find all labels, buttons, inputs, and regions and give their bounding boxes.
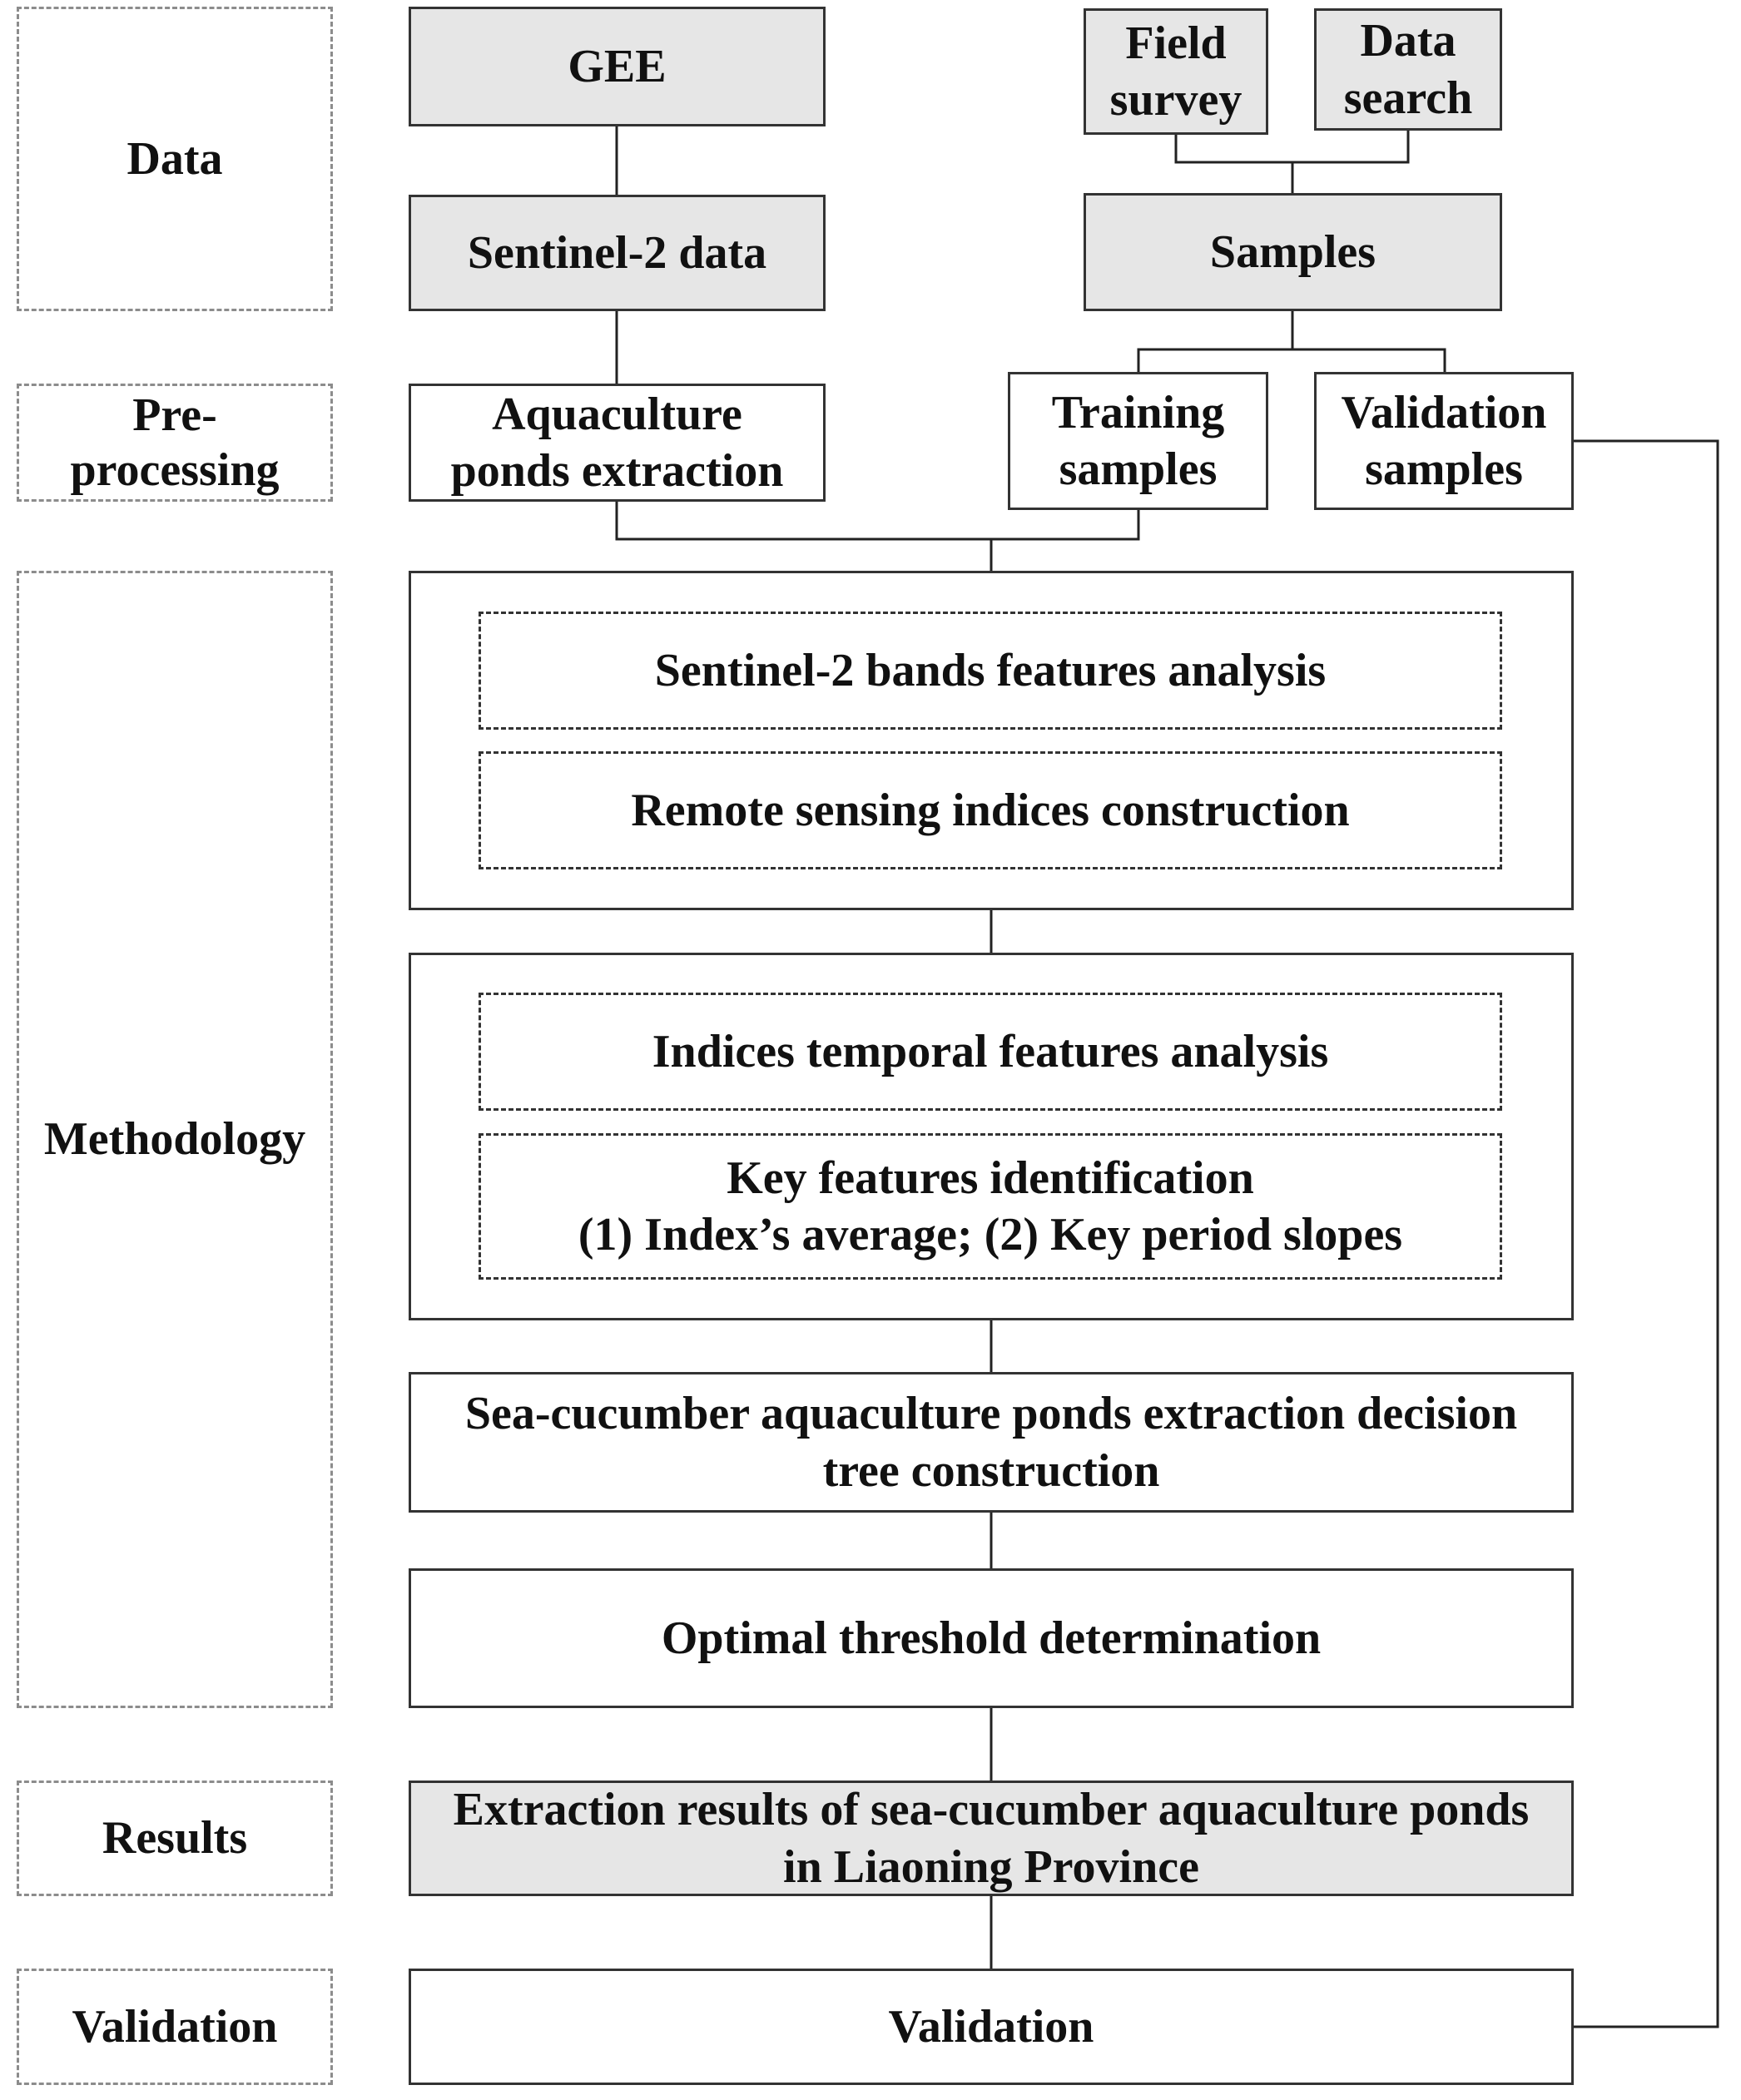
stage-preprocessing-label: Pre- processing	[70, 389, 280, 496]
training-samples-label: Training samples	[1051, 386, 1225, 495]
aquaculture-ponds-extraction-box: Aquaculture ponds extraction	[409, 384, 826, 502]
indices-construction-label: Remote sensing indices construction	[631, 784, 1350, 836]
stage-results: Results	[17, 1781, 333, 1896]
indices-construction-box: Remote sensing indices construction	[479, 751, 1502, 869]
gee-label: GEE	[568, 40, 667, 92]
validation-samples-label: Validation samples	[1341, 386, 1547, 495]
decision-tree-construction-box: Sea-cucumber aquaculture ponds extractio…	[409, 1372, 1574, 1513]
key-features-identification-label: Key features identification (1) Index’s …	[578, 1152, 1403, 1260]
samples-box: Samples	[1084, 193, 1502, 311]
temporal-features-analysis-box: Indices temporal features analysis	[479, 993, 1502, 1111]
extraction-results-box: Extraction results of sea-cucumber aquac…	[409, 1781, 1574, 1896]
stage-preprocessing: Pre- processing	[17, 384, 333, 502]
optimal-threshold-label: Optimal threshold determination	[661, 1612, 1322, 1664]
gee-box: GEE	[409, 7, 826, 126]
decision-tree-construction-label: Sea-cucumber aquaculture ponds extractio…	[464, 1388, 1518, 1497]
data-search-box: Data search	[1314, 8, 1502, 131]
validation-box: Validation	[409, 1969, 1574, 2085]
stage-validation-label: Validation	[72, 2000, 278, 2053]
temporal-features-analysis-label: Indices temporal features analysis	[652, 1025, 1329, 1077]
connector-merge-inputs	[615, 502, 1140, 541]
optimal-threshold-box: Optimal threshold determination	[409, 1568, 1574, 1708]
bands-features-analysis-label: Sentinel-2 bands features analysis	[654, 644, 1327, 696]
stage-methodology-label: Methodology	[43, 1113, 306, 1166]
connector-samples-branches	[1137, 348, 1446, 372]
field-survey-box: Field survey	[1084, 8, 1268, 135]
stage-methodology: Methodology	[17, 571, 333, 1708]
connector-validation-samples-feedback	[1574, 439, 1719, 2028]
stage-data-label: Data	[126, 132, 223, 185]
stage-data: Data	[17, 7, 333, 311]
samples-label: Samples	[1209, 225, 1376, 278]
bands-features-analysis-box: Sentinel-2 bands features analysis	[479, 612, 1502, 730]
validation-label: Validation	[888, 2000, 1094, 2053]
stage-validation: Validation	[17, 1969, 333, 2085]
field-survey-label: Field survey	[1109, 17, 1243, 126]
training-samples-box: Training samples	[1008, 372, 1268, 510]
validation-samples-box: Validation samples	[1314, 372, 1574, 510]
aquaculture-ponds-extraction-label: Aquaculture ponds extraction	[450, 388, 784, 497]
stage-results-label: Results	[102, 1812, 248, 1865]
data-search-label: Data search	[1343, 15, 1473, 124]
sentinel2-data-label: Sentinel-2 data	[467, 226, 767, 279]
connector-field-search-samples	[1174, 131, 1410, 164]
key-features-identification-box: Key features identification (1) Index’s …	[479, 1133, 1502, 1280]
extraction-results-label: Extraction results of sea-cucumber aquac…	[453, 1784, 1530, 1893]
sentinel2-data-box: Sentinel-2 data	[409, 195, 826, 311]
